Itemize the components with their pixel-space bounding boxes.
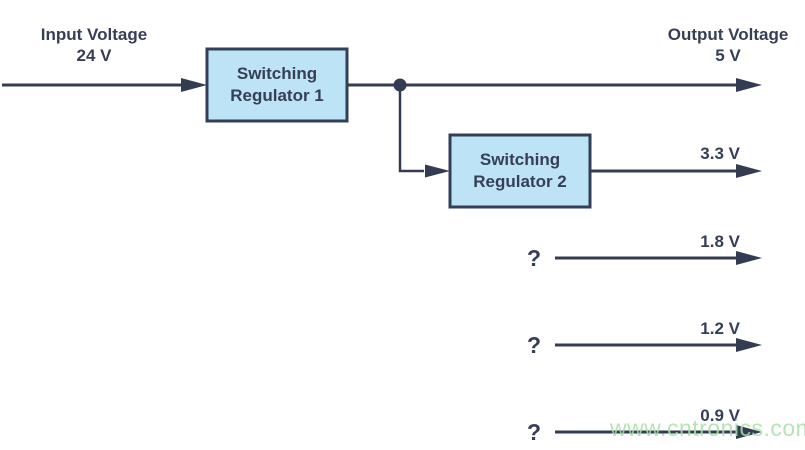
output-voltage-5v: 5 V — [715, 46, 741, 65]
output-1v2-arrowhead-icon — [736, 338, 762, 352]
input-voltage-value: 24 V — [76, 46, 112, 65]
output-1v8-arrowhead-icon — [736, 251, 762, 265]
output-voltage-3v3: 3.3 V — [700, 144, 740, 163]
input-voltage-label: Input Voltage — [40, 25, 148, 44]
regulator1-label: Switching Regulator 1 — [230, 64, 324, 105]
output-voltage-0v9: 0.9 V — [700, 406, 740, 425]
output-voltage-label: Output Voltage — [667, 25, 789, 44]
unknown-source-1v2: ? — [526, 332, 542, 358]
output-3v3-arrowhead-icon — [736, 164, 762, 178]
unknown-source-1v8: ? — [526, 245, 542, 271]
regulator2-box — [448, 133, 592, 209]
output-0v9-arrowhead-icon — [736, 425, 762, 439]
output-5v-arrowhead-icon — [736, 78, 762, 92]
branch-arrowhead-icon — [425, 164, 450, 178]
output-voltage-1v8: 1.8 V — [700, 232, 740, 251]
branch-line — [398, 85, 424, 173]
regulator2-label: Switching Regulator 2 — [473, 150, 567, 191]
watermark-text: www.cntronics.com — [610, 415, 805, 441]
unknown-source-0v9: ? — [526, 419, 542, 445]
output-voltage-1v2: 1.2 V — [700, 319, 740, 338]
input-arrowhead-icon — [181, 78, 207, 92]
